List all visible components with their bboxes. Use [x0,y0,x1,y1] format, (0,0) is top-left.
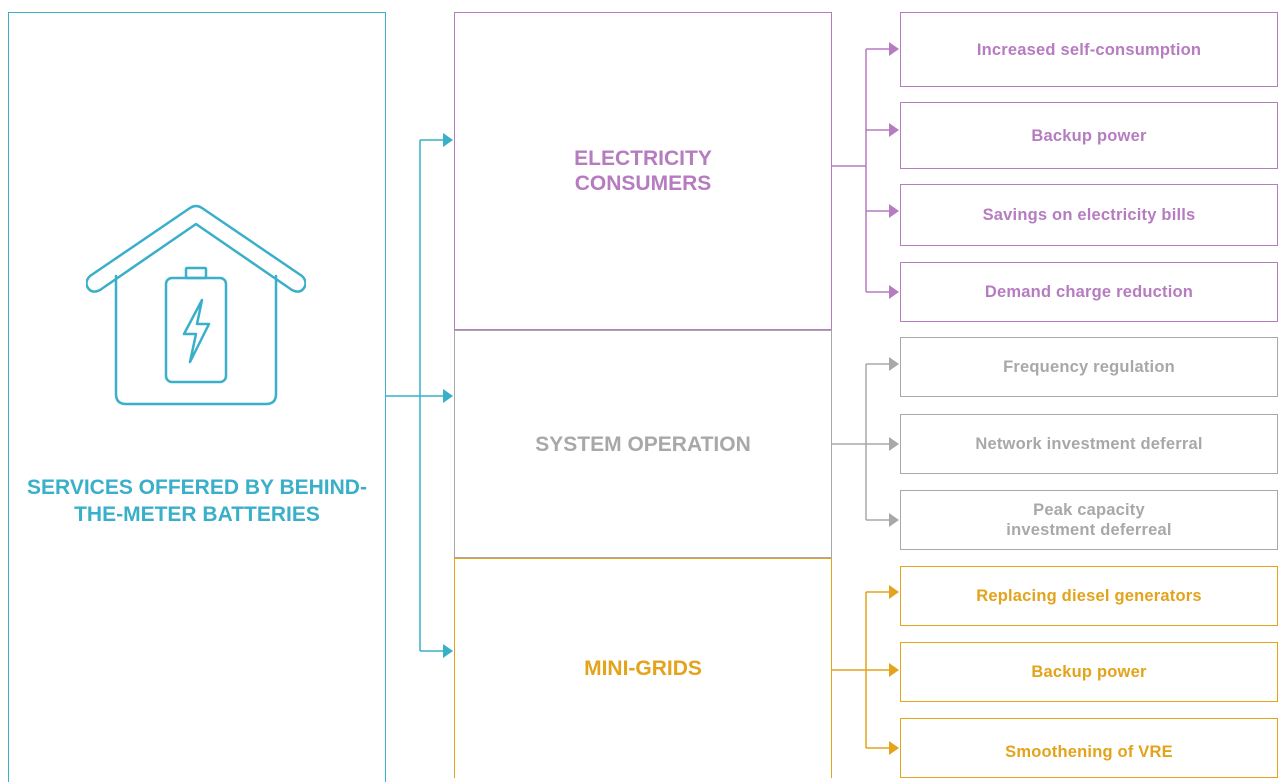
service-box: Backup power [900,642,1278,702]
main-title: SERVICES OFFERED BY BEHIND-THE-METER BAT… [27,476,367,526]
service-box: Network investment deferral [900,414,1278,474]
category-label: ELECTRICITY CONSUMERS [574,147,712,195]
category-mini-grids: MINI-GRIDS [454,558,832,778]
service-box: Demand charge reduction [900,262,1278,322]
service-label: Replacing diesel generators [976,587,1202,605]
category-electricity-consumers: ELECTRICITY CONSUMERS [454,12,832,330]
service-label: Network investment deferral [975,435,1203,453]
service-box: Savings on electricity bills [900,184,1278,246]
service-label: Frequency regulation [1003,358,1175,376]
service-box: Frequency regulation [900,337,1278,397]
service-box: Smoothening of VRE [900,718,1278,778]
category-system-operation: SYSTEM OPERATION [454,330,832,558]
service-label: Savings on electricity bills [982,206,1196,224]
service-label: Backup power [1031,126,1147,145]
service-box: Peak capacity investment deferreal [900,490,1278,550]
main-panel [8,12,386,782]
category-label: MINI-GRIDS [584,657,702,680]
service-label: Demand charge reduction [984,283,1194,301]
house-battery-icon [86,204,306,406]
service-label: Smoothening of VRE [1005,743,1173,761]
service-box: Replacing diesel generators [900,566,1278,626]
service-label: Peak capacity investment deferreal [1006,501,1172,539]
service-box: Backup power [900,102,1278,169]
service-label: Backup power [1031,663,1147,681]
category-label: SYSTEM OPERATION [535,432,751,456]
service-box: Increased self-consumption [900,12,1278,87]
service-label: Increased self-consumption [976,40,1202,59]
